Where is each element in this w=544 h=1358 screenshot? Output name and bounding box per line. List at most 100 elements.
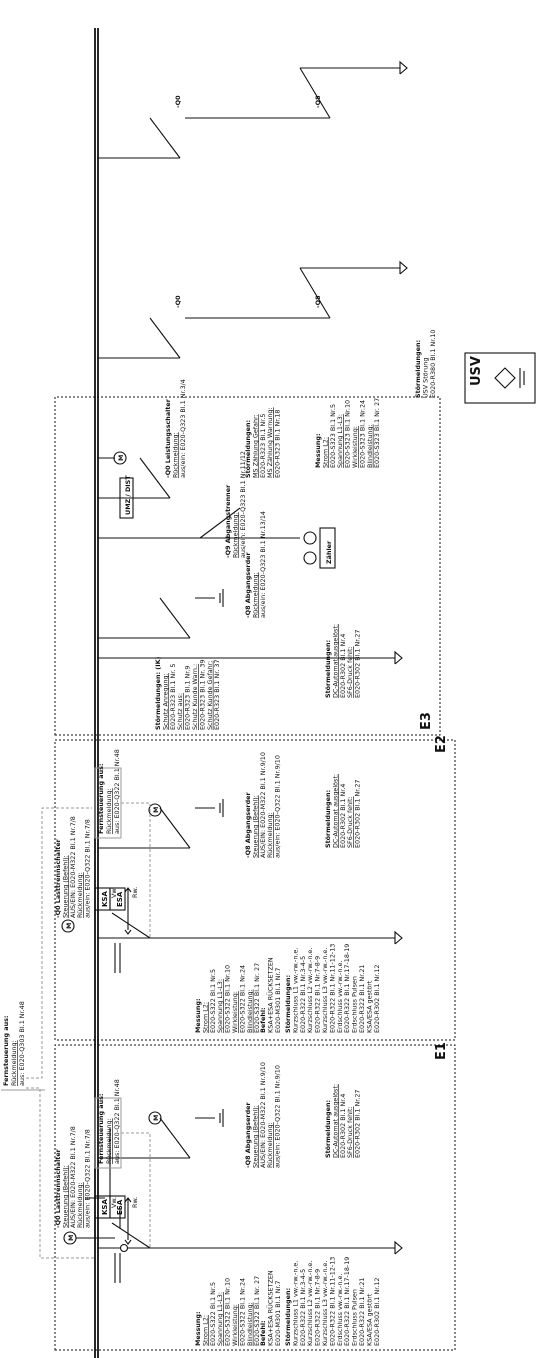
e1-messung-line: E020-S322 Bl.1 Nr.5 xyxy=(209,1282,217,1346)
e3-zaehler-msg-line: E020-R323 Bl.1 Nr.5 xyxy=(259,414,267,478)
e3-messung-line: Strom L2: xyxy=(321,437,329,468)
e3-messung-line: E020-S323 Bl.1 Nr.5 xyxy=(329,404,337,468)
e2-messung-line: E020-S322 Bl.1 Nr.24 xyxy=(238,965,246,1033)
e3-zaehler-msg-line: MS Zählung Warnung: xyxy=(266,407,274,478)
e1-esa: ESA xyxy=(116,1199,124,1215)
e2-rw: Rw. xyxy=(131,887,139,898)
e3-zaehler-msg-line: E020-R323 Bl.1 Nr.18 xyxy=(274,410,282,478)
zaehler-box xyxy=(319,527,336,569)
e2-messung-line: Strom L2: xyxy=(201,1002,209,1033)
e2-q0-text-line: AUS/EIN: E020-M322 Bl.1 Nr.7/8 xyxy=(69,816,77,918)
e1-remote-sub: Rückmeldung: xyxy=(105,1118,113,1164)
e1-stoerungen-line: Erdschluss Pulsen xyxy=(351,1289,359,1346)
e1-stoer2-line: Störmeldungen: xyxy=(324,1100,332,1158)
e2-stoerungen-line: KSA/ESA gestört xyxy=(365,980,373,1033)
e2-remote-sub: Rückmeldung: xyxy=(105,788,113,834)
svg-text:M: M xyxy=(152,1115,160,1121)
e1-stoerungen-line: E020-R322 Bl.1 Nr.7-8-9 xyxy=(314,1269,322,1346)
e2-q0-text-line: Rückmeldung: xyxy=(76,872,84,918)
e3-q9-text-line: aus/ein: E020-Q323 Bl.1 Nr.11/12 xyxy=(239,451,247,558)
e2-stoer2: Störmeldungen:DC-Automat ausgelöst:E020-… xyxy=(324,774,362,848)
e3-stoer2-line: DC-Automat ausgelöst: xyxy=(331,624,339,698)
e1-befehl-line: Befehl: xyxy=(259,1320,267,1346)
e1-q8-text-line: aus/ein: E020-Q322 Bl.1 Nr.9/10 xyxy=(274,1065,282,1168)
e1-stoer2: Störmeldungen:DC-Automat ausgelöst: E020-… xyxy=(324,1084,362,1158)
e1-vw: Vw. xyxy=(110,1197,118,1208)
e2-q8-text-line: AUS/EIN: E020-M322 Bl.1 Nr.9/10 xyxy=(259,752,267,858)
e2-stoerungen-line: E020-R322 Bl.1 Nr.3-4-5 xyxy=(299,956,307,1033)
e1-messung-line: E020-S322 Bl.1 Nr. 27 xyxy=(253,1276,261,1346)
e1-stoer2-line: E020-R302 Bl.1 Nr.27 xyxy=(354,1090,362,1158)
e3-messung-line: E020-S323 Bl.1 Nr.24 xyxy=(358,400,366,468)
e3-messung-line: Wirkleistung: xyxy=(351,426,359,468)
e1-remote-title: Fernsteuerung aus: xyxy=(97,1094,105,1165)
umz-label: UMZ / DIST xyxy=(124,475,132,515)
e2-label: E2 xyxy=(434,735,449,753)
e3-label: E3 xyxy=(419,712,434,730)
e3-stoer2-line: E020-R302 Bl.1 Nr.4 xyxy=(339,634,347,698)
e3-zaehler-msg-line: Störmeldungen: xyxy=(244,420,252,478)
e3-stoerungen-line: E020-R323 Bl.1 Nr. 37 xyxy=(213,659,221,730)
e3-q8-text-line: Rückmeldung: xyxy=(251,572,259,618)
e3-stoerungen-line: Schutz aus: xyxy=(176,693,184,730)
e2-q8-text-line: aus/ein: E020-Q322 Bl.1 Nr.9/10 xyxy=(274,755,282,858)
e1-stoer2-line: DC-Automat ausgelöst: xyxy=(331,1084,339,1158)
e3-q0-text-line: -Q0 Leistungsschalter xyxy=(164,398,172,478)
usv-stoer-line: Störmeldungen: xyxy=(414,340,422,398)
e3-stoer2: Störmeldungen:DC-Automat ausgelöst:E020-… xyxy=(324,624,362,698)
e2-messung-line: E020-S322 Bl.1 Nr. 27 xyxy=(253,963,261,1033)
panel-e1-frame xyxy=(54,1044,456,1351)
e1-rw: Rw. xyxy=(131,1197,139,1208)
e3-stoer2-line: SF6-Druck fehlt: xyxy=(346,646,354,698)
e2-stoerungen-line: Störmeldungen: xyxy=(284,975,292,1033)
e3-q0-text-line: Rückmeldung: xyxy=(171,432,179,478)
right-q0-a: -Q0 xyxy=(174,295,182,308)
e3-stoerungen-line: Störmeldungen: (IK) xyxy=(154,656,162,730)
e2-stoerungen: Störmeldungen:Kurzschluss L1 vw.-rw.-n.e… xyxy=(284,944,381,1033)
e1-stoerungen-line: Kurzschluss L1 vw.-rw.-n.e. xyxy=(291,1261,299,1346)
right-q0-b: -Q0 xyxy=(174,95,182,108)
svg-text:M: M xyxy=(117,455,125,461)
panel-e1: M M KSA ESA Rw. Vw. Fernsteuerung aus: R… xyxy=(63,1079,403,1283)
e1-q0-text-line: aus/ein: E020-Q322 Bl.1 Nr.7/8 xyxy=(84,1129,92,1228)
e1-stoerungen-line: Kurzschluss L3 vw.-rw.-n.e. xyxy=(321,1261,329,1346)
usv-stoer-line: USV Störung xyxy=(421,358,429,398)
e3-zaehler-msg: Störmeldungen:MS Zählung Gefahr:E020-R32… xyxy=(244,407,282,478)
panel-e2: M M KSA ESA Rw. Vw. Fernsteuerung aus: R… xyxy=(61,749,403,973)
e1-q0-text-line: Rückmeldung: xyxy=(76,1182,84,1228)
e2-befehl-line: KSA+ESA RÜCKSETZEN xyxy=(265,957,274,1033)
usv-box xyxy=(464,352,536,404)
panel-e3-frame xyxy=(54,396,441,736)
e3-messung-line: Messung: xyxy=(314,433,322,468)
e2-q0-text-line: aus/ein: E020-Q322 Bl.1 Nr.7/8 xyxy=(84,819,92,918)
usv-stoer-line: E020-R380 Bl.1 Nr.10 xyxy=(429,330,437,398)
e1-stoerungen-line: Kurzschluss L2 vw.-rw.-n.e. xyxy=(306,1261,314,1346)
e3-stoerungen: Störmeldungen: (IK)Schutz Anregung:E020-… xyxy=(154,656,221,730)
e3-messung-line: E020-S323 Bl.1 Nr.10 xyxy=(344,400,352,468)
e1-messung-line: Blindleistung: xyxy=(246,1302,254,1346)
usv-label: USV xyxy=(469,356,484,386)
e1-stoerungen-line: E020-R322 Bl.1 Nr.11-12-13 xyxy=(328,1257,336,1346)
e1-stoerungen-line: E020-R322 Bl.1 Nr.3-4-5 xyxy=(299,1269,307,1346)
e1-befehl-line: KSA+ESA RÜCKSETZEN xyxy=(265,1270,274,1346)
e2-vw: Vw. xyxy=(110,887,118,898)
motor-label: M xyxy=(67,1235,75,1241)
umz-box xyxy=(119,477,134,519)
e2-befehl-line: Befehl: xyxy=(259,1007,267,1033)
e2-q8-text-line: Rückmeldung: xyxy=(266,812,274,858)
e3-zaehler-msg-line: MS Zählung Gefahr: xyxy=(251,414,259,478)
e2-stoerungen-line: Erdschluss vw.-rw.-n.e. xyxy=(336,961,344,1033)
e3-q8-text-line: aus/ein: E020-Q323 Bl.1 Nr.13/14 xyxy=(259,511,267,618)
e3-messung-line: Spannung L1-L3: xyxy=(336,414,344,468)
motor-q8-icon xyxy=(148,1111,162,1125)
e2-motor-icon xyxy=(61,919,75,933)
e2-messung-line: Blindleistung: xyxy=(246,989,254,1033)
right-switches: -Q0 -Q8 -Q0 -Q8 xyxy=(98,60,408,359)
